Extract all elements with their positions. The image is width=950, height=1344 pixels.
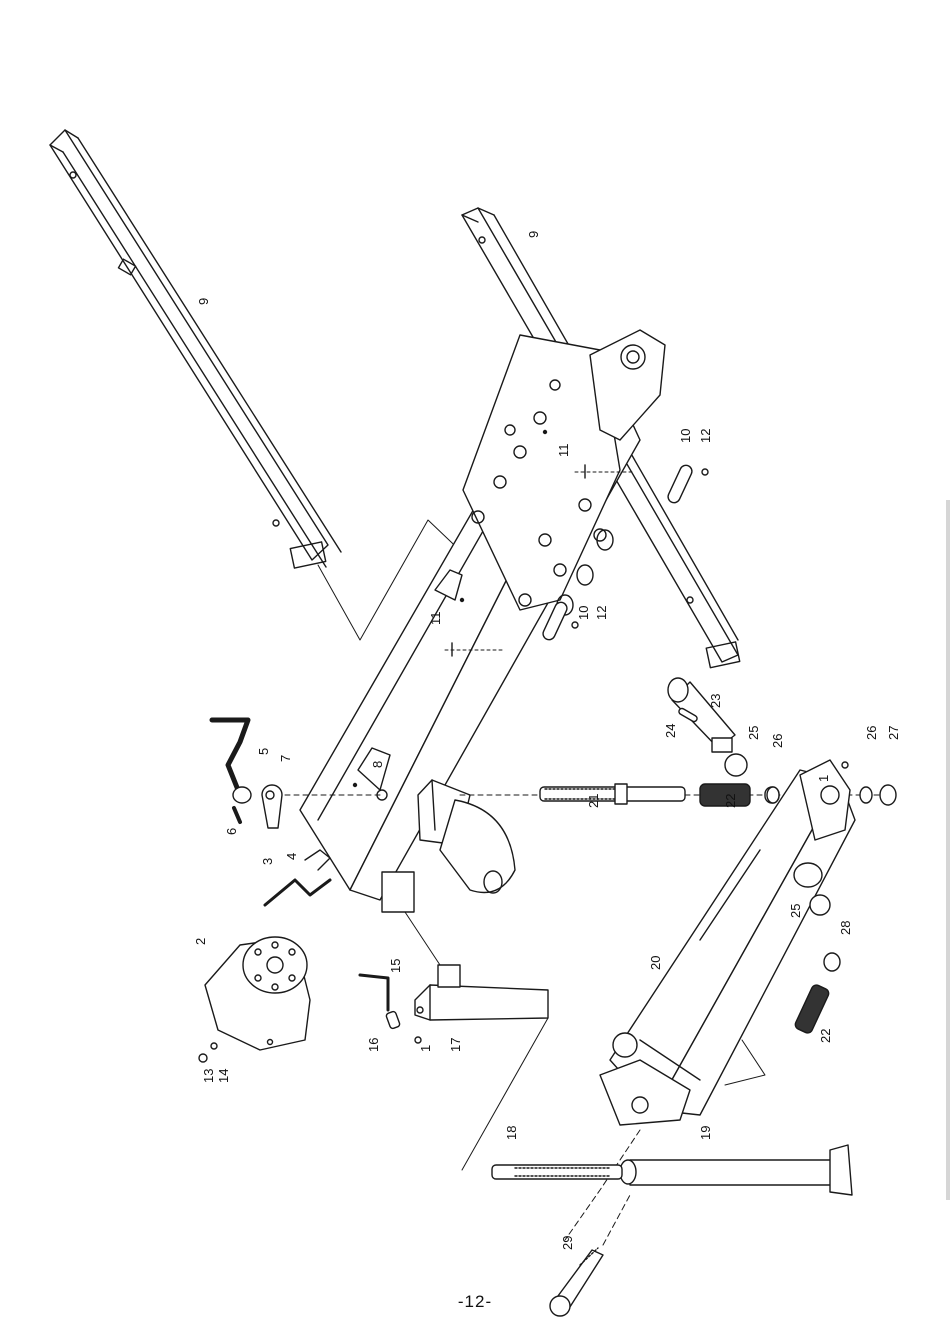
- washer-part-26-left: [767, 787, 779, 803]
- callout-label-27: 27: [886, 726, 901, 740]
- page-number: -12-: [0, 1292, 950, 1312]
- connector-block: [382, 872, 414, 912]
- callout-label-15: 15: [388, 959, 403, 973]
- bracket-tube-part-17: [360, 965, 548, 1043]
- nut-part-27: [880, 785, 896, 805]
- assembly-leader-line: [462, 1018, 548, 1170]
- callout-label-21: 21: [586, 794, 601, 808]
- callout-label-2: 2: [193, 938, 208, 945]
- callout-label-3: 3: [260, 858, 275, 865]
- callout-label-12: 12: [594, 606, 609, 620]
- callout-label-5: 5: [256, 748, 271, 755]
- callout-label-6: 6: [224, 828, 239, 835]
- callout-label-26: 26: [864, 726, 879, 740]
- callout-label-1: 1: [418, 1045, 433, 1052]
- assembly-leader-line: [565, 1130, 640, 1240]
- callout-label-28: 28: [838, 921, 853, 935]
- callout-label-24: 24: [663, 724, 678, 738]
- callout-label-17: 17: [448, 1038, 463, 1052]
- callout-label-7: 7: [278, 755, 293, 762]
- callout-label-9: 9: [196, 298, 211, 305]
- callout-label-23: 23: [708, 694, 723, 708]
- callout-label-13: 13: [201, 1069, 216, 1083]
- motor-housing-part-2: [199, 937, 310, 1062]
- callout-label-12: 12: [698, 429, 713, 443]
- axle-part-23: [668, 678, 747, 776]
- screw-part-18: [492, 1165, 622, 1179]
- main-frame-part-8: [300, 330, 665, 900]
- callout-label-1: 1: [816, 775, 831, 782]
- callout-label-9: 9: [526, 231, 541, 238]
- callout-label-25: 25: [788, 904, 803, 918]
- callout-label-4: 4: [284, 853, 299, 860]
- assembly-leader-line: [405, 912, 440, 965]
- jack-stand-part-19: [620, 1145, 852, 1195]
- callout-label-8: 8: [370, 761, 385, 768]
- tube-part-9-left: [50, 130, 341, 568]
- callout-label-10: 10: [576, 606, 591, 620]
- callout-label-16: 16: [366, 1038, 381, 1052]
- callout-label-11: 11: [556, 444, 571, 458]
- callout-label-19: 19: [698, 1126, 713, 1140]
- lower-arm-part-20: [600, 760, 855, 1125]
- callout-label-14: 14: [216, 1069, 231, 1083]
- washer-part-26-right: [860, 787, 872, 803]
- spring-part-22-lower: [794, 983, 831, 1034]
- callout-label-29: 29: [560, 1236, 575, 1250]
- nut-part-28: [824, 953, 840, 971]
- callout-label-11: 11: [428, 612, 443, 626]
- callout-label-22: 22: [723, 794, 738, 808]
- callout-label-18: 18: [504, 1126, 519, 1140]
- callout-label-20: 20: [648, 956, 663, 970]
- callout-label-25: 25: [746, 726, 761, 740]
- callout-label-22: 22: [818, 1029, 833, 1043]
- callout-label-10: 10: [678, 429, 693, 443]
- callout-label-26: 26: [770, 734, 785, 748]
